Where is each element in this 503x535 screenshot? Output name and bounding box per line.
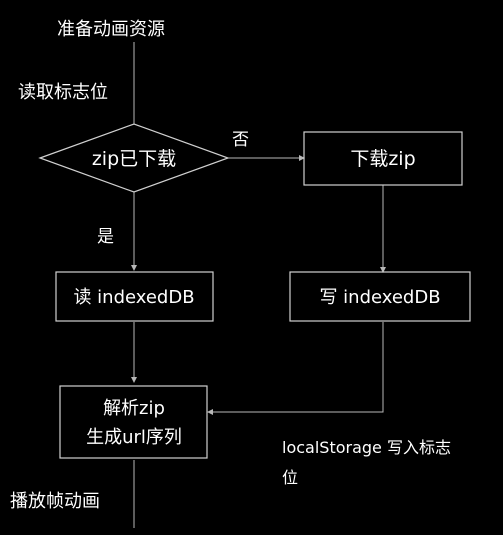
start-label: 准备动画资源: [57, 19, 165, 40]
parse-zip-box: [59, 385, 208, 459]
decision-diamond: [38, 123, 230, 193]
parse-zip-label-line1: 解析zip: [103, 398, 165, 419]
connector-write-db-to-parse: [207, 322, 384, 415]
write-indexeddb-label: 写 indexedDB: [319, 287, 440, 308]
read-flag-label: 读取标志位: [18, 82, 108, 103]
branch-no-label: 否: [232, 130, 249, 150]
write-indexeddb-box: [289, 271, 471, 322]
write-flag-label-line2: 位: [282, 468, 298, 487]
branch-yes-label: 是: [97, 227, 114, 247]
read-indexeddb-box: [55, 271, 214, 322]
decision-label: zip已下载: [92, 148, 176, 170]
end-label: 播放帧动画: [10, 491, 100, 512]
download-zip-label: 下载zip: [350, 148, 415, 170]
parse-zip-label-line2: 生成url序列: [86, 427, 182, 448]
write-flag-label-line1: localStorage 写入标志: [282, 438, 451, 457]
download-zip-box: [303, 131, 463, 186]
read-indexeddb-label: 读 indexedDB: [73, 287, 194, 308]
